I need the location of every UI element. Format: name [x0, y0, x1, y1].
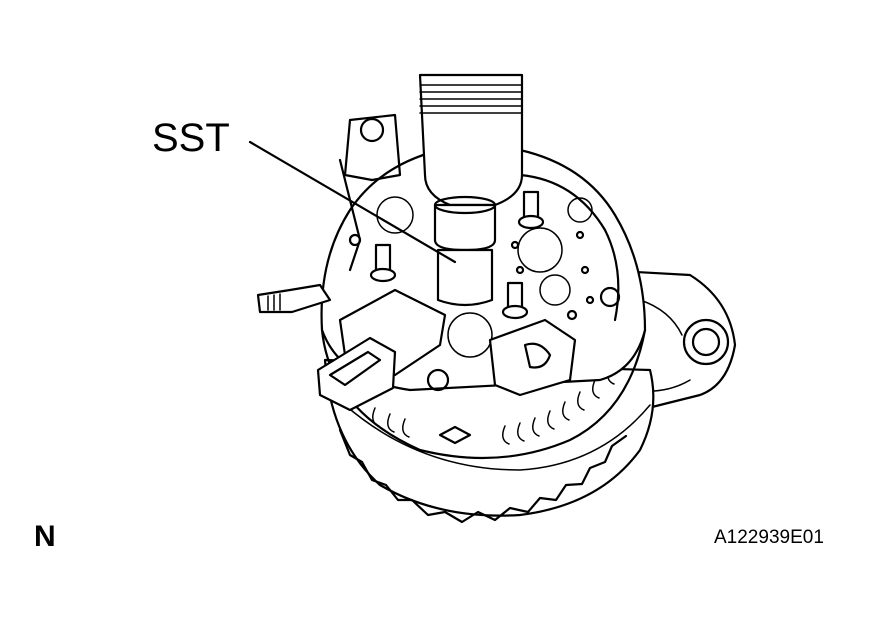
terminal-bracket [488, 318, 577, 397]
alternator-housing [323, 358, 655, 524]
connector-plug [256, 283, 447, 412]
sst-tool [418, 73, 524, 307]
callout-leader-line [248, 140, 457, 264]
sst-callout-label: SST [152, 116, 230, 160]
figure-id: A122939E01 [714, 527, 824, 548]
terminal-studs [369, 190, 545, 320]
view-letter: N [34, 520, 56, 553]
